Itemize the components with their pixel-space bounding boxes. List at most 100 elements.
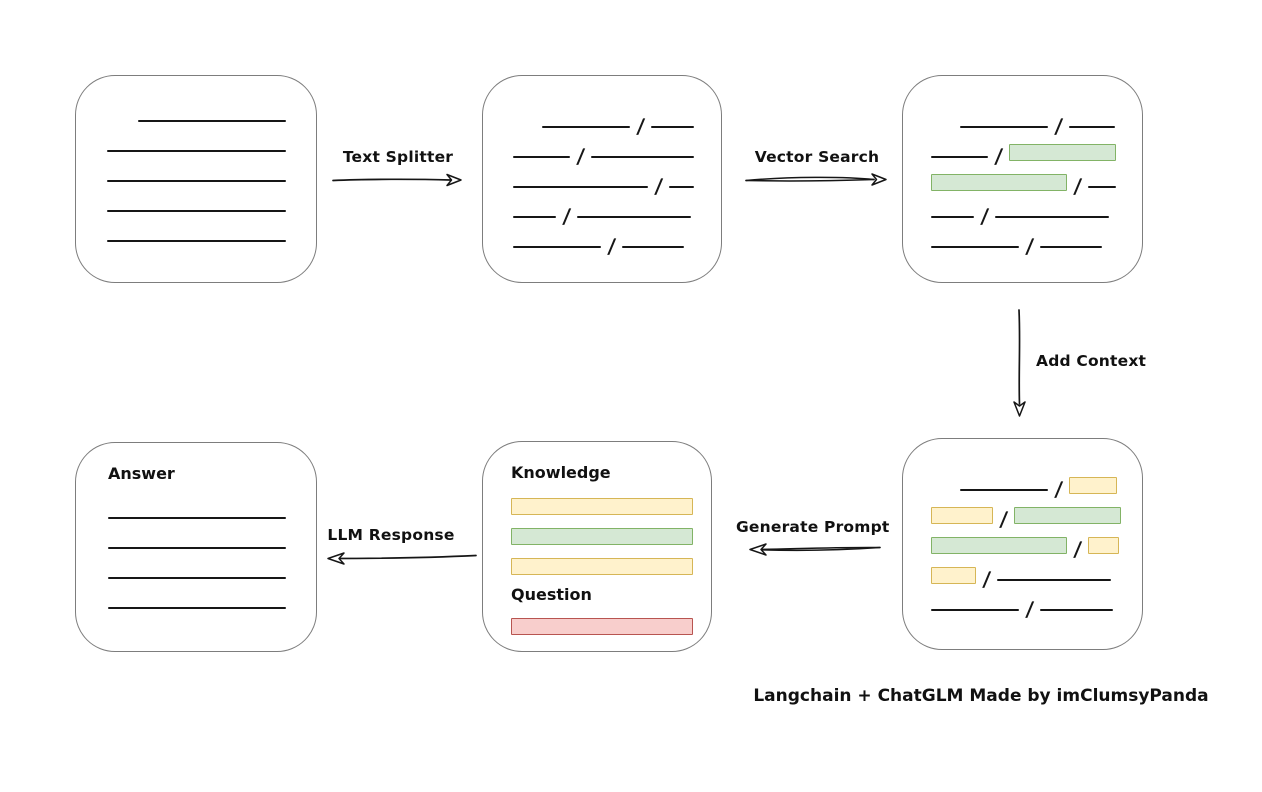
text-line — [108, 517, 286, 519]
text-row: / — [931, 222, 1142, 258]
search-result-lines: ///// — [903, 76, 1142, 282]
text-line — [513, 186, 648, 188]
text-splitter-arrow — [332, 173, 462, 187]
text-line — [960, 489, 1048, 491]
add-context-label: Add Context — [1036, 352, 1147, 370]
vector-search-label: Vector Search — [754, 148, 880, 166]
split-text-box: ///// — [482, 75, 722, 283]
green-highlight-bar — [1014, 507, 1122, 524]
text-splitter-label: Text Splitter — [342, 148, 454, 166]
text-line — [931, 156, 988, 158]
text-row — [108, 493, 316, 523]
text-line — [622, 246, 685, 248]
question-bar — [511, 606, 711, 636]
text-row — [511, 516, 711, 546]
text-line — [107, 150, 286, 152]
green-highlight-bar — [931, 537, 1067, 554]
text-row: / — [513, 162, 721, 198]
text-row — [107, 216, 316, 246]
text-line — [931, 216, 974, 218]
text-row: / — [931, 465, 1142, 501]
text-line — [931, 609, 1019, 611]
text-line — [107, 210, 286, 212]
text-line — [108, 547, 286, 549]
llm-response-label: LLM Response — [327, 526, 455, 544]
text-row: / — [513, 192, 721, 228]
text-line — [1069, 126, 1116, 128]
prompt-box: Knowledge Question — [482, 441, 712, 652]
text-line — [995, 216, 1110, 218]
text-line — [513, 156, 570, 158]
split-text-lines: ///// — [483, 76, 721, 282]
text-line — [108, 607, 286, 609]
text-line — [1040, 246, 1103, 248]
text-row — [108, 583, 316, 613]
knowledge-label: Knowledge — [511, 463, 611, 482]
text-line — [651, 126, 695, 128]
generate-prompt-label: Generate Prompt — [736, 518, 890, 536]
slash-separator: / — [1024, 597, 1035, 621]
yellow-highlight-bar — [511, 558, 693, 575]
text-line — [1088, 186, 1117, 188]
text-row — [511, 546, 711, 576]
text-line — [577, 216, 692, 218]
text-row — [107, 126, 316, 156]
text-line — [960, 126, 1048, 128]
text-row: / — [931, 192, 1142, 228]
text-line — [513, 246, 601, 248]
text-line — [107, 240, 286, 242]
text-row: / — [931, 585, 1142, 621]
text-row — [107, 156, 316, 186]
yellow-highlight-bar — [931, 567, 976, 584]
yellow-highlight-bar — [511, 498, 693, 515]
text-row — [107, 96, 316, 126]
knowledge-bars — [511, 486, 711, 576]
text-line — [931, 246, 1019, 248]
text-line — [108, 577, 286, 579]
text-row — [511, 486, 711, 516]
text-line — [513, 216, 556, 218]
text-row — [108, 523, 316, 553]
text-row: / — [513, 132, 721, 168]
green-highlight-bar — [1009, 144, 1117, 161]
text-row: / — [931, 132, 1142, 168]
generate-prompt-arrow — [749, 543, 881, 556]
context-lines: ///// — [903, 439, 1142, 649]
slash-separator: / — [1024, 234, 1035, 258]
yellow-highlight-bar — [1069, 477, 1118, 494]
llm-response-arrow — [327, 552, 477, 565]
text-row: / — [931, 102, 1142, 138]
slash-separator: / — [606, 234, 617, 258]
text-row: / — [931, 525, 1142, 561]
answer-box: Answer — [75, 442, 317, 652]
text-line — [591, 156, 695, 158]
text-line — [138, 120, 286, 122]
text-row — [511, 606, 711, 636]
text-line — [542, 126, 630, 128]
answer-label: Answer — [108, 464, 175, 483]
green-highlight-bar — [511, 528, 693, 545]
context-box: ///// — [902, 438, 1143, 650]
add-context-arrow — [1013, 309, 1026, 417]
green-highlight-bar — [931, 174, 1067, 191]
question-label: Question — [511, 585, 592, 604]
yellow-highlight-bar — [1088, 537, 1120, 554]
document-lines — [76, 76, 316, 282]
yellow-highlight-bar — [931, 507, 993, 524]
text-line — [997, 579, 1112, 581]
text-row: / — [931, 555, 1142, 591]
text-row — [108, 553, 316, 583]
document-box — [75, 75, 317, 283]
answer-lines — [108, 493, 316, 613]
text-row — [107, 186, 316, 216]
text-row: / — [513, 222, 721, 258]
vector-search-result-box: ///// — [902, 75, 1143, 283]
text-line — [669, 186, 695, 188]
diagram-caption: Langchain + ChatGLM Made by imClumsyPand… — [753, 686, 1209, 706]
text-row: / — [931, 495, 1142, 531]
text-line — [107, 180, 286, 182]
text-row: / — [513, 102, 721, 138]
text-line — [1040, 609, 1114, 611]
red-highlight-bar — [511, 618, 693, 635]
